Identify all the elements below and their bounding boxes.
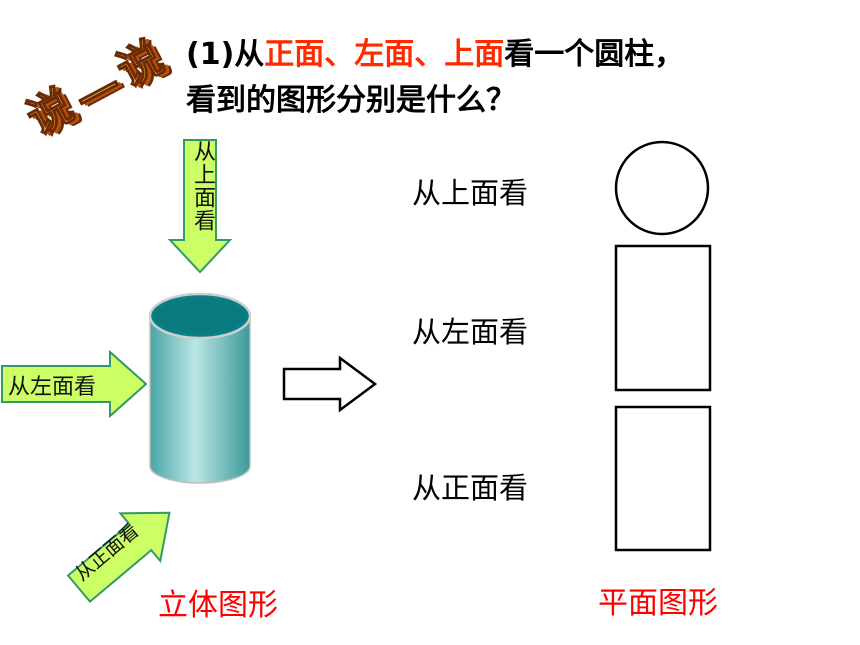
arrow-from-top [167,139,233,274]
arrow-from-front [66,511,171,603]
left-view-label: 从左面看 [412,315,529,349]
top-view-label: 从上面看 [412,176,529,210]
question-line-2: 看到的图形分别是什么？ [186,83,516,118]
solid-figure-caption: 立体图形 [158,588,278,623]
front-view-label: 从正面看 [412,471,529,505]
arrow-from-left [1,349,148,419]
front-view-rectangle [614,405,712,552]
question-line-1: (1)从正面、左面、上面看一个圆柱， [186,37,685,72]
cylinder [148,292,252,484]
arrow-left-label: 从左面看 [8,375,97,400]
arrow-top-label: 从上面看 [190,140,215,232]
top-view-circle [614,140,710,236]
question-text: (1)从正面、左面、上面看一个圆柱， 看到的图形分别是什么？ [186,32,826,124]
left-view-rectangle [614,244,712,392]
transform-arrow [282,355,378,413]
plane-figure-caption: 平面图形 [598,586,718,621]
